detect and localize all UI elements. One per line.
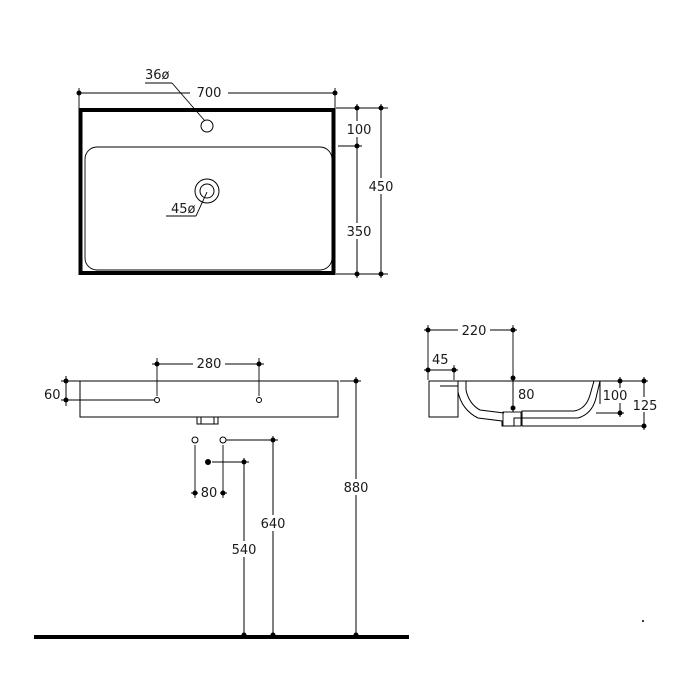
bowl-outline [84, 146, 333, 271]
basin-outline [78, 108, 336, 275]
waste-outlet [196, 417, 219, 425]
dim-height-540: 540 [232, 543, 257, 558]
dim-height-125: 125 [633, 399, 658, 414]
supply-right [219, 436, 227, 444]
dim-spacing-80: 80 [201, 486, 218, 501]
dim-tap-hole-36: 36ø [145, 68, 170, 83]
dim-depth-220: 220 [462, 324, 487, 339]
dim-wall-45: 45 [432, 353, 449, 368]
dim-drain-45: 45ø [171, 202, 196, 217]
front-view: 280 60 640 540 80 [34, 355, 409, 639]
dim-height-60: 60 [44, 388, 61, 403]
waste-point [205, 459, 211, 465]
dim-offset-100: 100 [347, 123, 372, 138]
front-basin-outline [79, 380, 339, 418]
dim-holes-280: 280 [197, 357, 222, 372]
top-view: 700 36ø 45ø 100 350 450 [76, 68, 395, 278]
drain-outer [194, 178, 220, 204]
side-view: 220 45 80 [424, 322, 661, 430]
mounting-hole-right [256, 397, 262, 403]
tap-hole [200, 119, 214, 133]
dim-width-700: 700 [197, 86, 222, 101]
dim-height-100: 100 [603, 389, 628, 404]
mounting-hole-left [154, 397, 160, 403]
drain-inner [199, 183, 215, 199]
dim-inner-80: 80 [518, 388, 535, 403]
supply-left [191, 436, 199, 444]
dim-total-450: 450 [369, 180, 394, 195]
stray-mark [642, 620, 644, 622]
dim-height-880: 880 [344, 481, 369, 496]
side-basin-profile [428, 380, 643, 427]
dim-height-640: 640 [261, 517, 286, 532]
dim-depth-350: 350 [347, 225, 372, 240]
